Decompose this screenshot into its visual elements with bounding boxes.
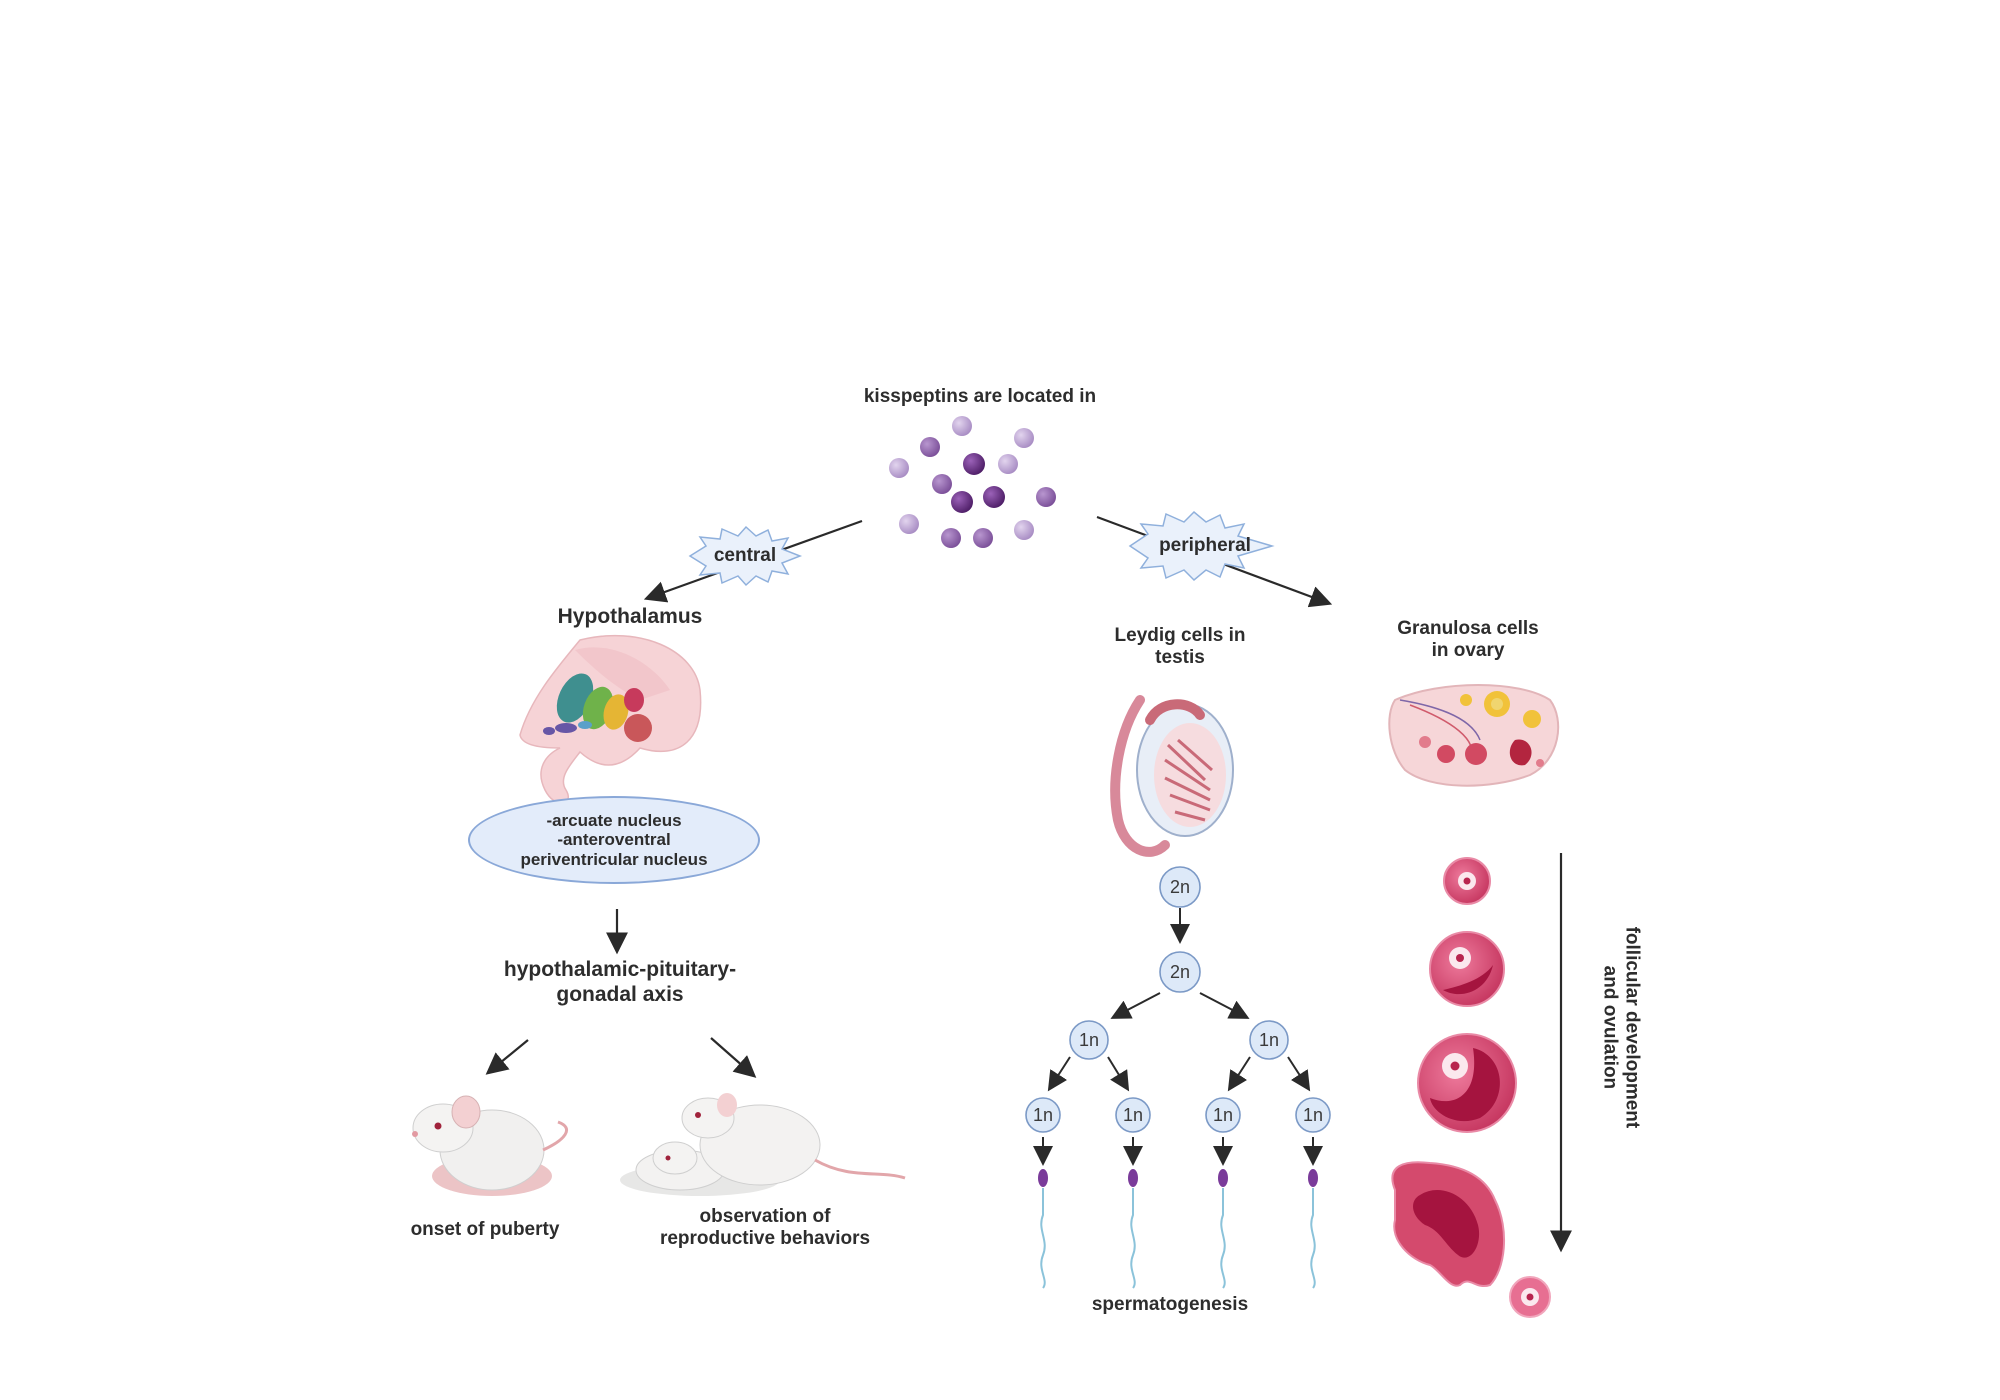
peripheral-starburst (1128, 510, 1275, 582)
puberty-label: onset of puberty (410, 1219, 560, 1240)
behaviors-line-1: observation of (699, 1206, 831, 1227)
behaviors-label: observation of reproductive behaviors (640, 1206, 890, 1251)
granulosa-line-2: in ovary (1431, 640, 1505, 662)
mouse-puberty-illustration (412, 1095, 569, 1196)
follicular-line-2: and ovulation (1599, 965, 1620, 1090)
cell-1n-f: 1n (1303, 1105, 1323, 1125)
leydig-line-2: testis (1155, 647, 1205, 669)
sperm-cells (1038, 1169, 1318, 1289)
hpg-axis-label: hypothalamic-pituitary- gonadal axis (470, 958, 770, 1008)
cell-2n-a: 2n (1170, 877, 1190, 897)
kisspeptin-cluster (889, 416, 1056, 548)
testis-illustration (1110, 695, 1234, 857)
cell-1n-b: 1n (1259, 1030, 1279, 1050)
follicle-stages (1391, 857, 1551, 1318)
granulosa-line-1: Granulosa cells (1397, 618, 1539, 639)
hpg-axis-line-1: hypothalamic-pituitary- (503, 958, 737, 981)
nucleus-line-3: periventricular nucleus (520, 849, 708, 869)
central-starburst (688, 525, 803, 587)
cell-2n-b: 2n (1170, 962, 1190, 982)
hypothalamus-label: Hypothalamus (557, 605, 703, 628)
hypothalamus-illustration (519, 634, 702, 804)
rats-behavior-illustration (620, 1093, 906, 1196)
peripheral-label: peripheral (1159, 535, 1251, 556)
arrow-to-behaviors (710, 1037, 757, 1078)
leydig-line-1: Leydig cells in (1114, 625, 1246, 646)
behaviors-line-2: reproductive behaviors (659, 1228, 871, 1250)
nucleus-line-1: -arcuate nucleus (546, 810, 682, 830)
germ-cells: 2n 2n 1n 1n 1n 1n 1n 1n (1025, 866, 1331, 1133)
nuclei-ellipse: -arcuate nucleus -anteroventral perivent… (468, 796, 760, 884)
diagram-title: kisspeptins are located in (863, 386, 1097, 407)
leydig-label: Leydig cells in testis (1085, 625, 1275, 670)
follicular-line-1: follicular development (1621, 926, 1643, 1129)
cell-1n-a: 1n (1079, 1030, 1099, 1050)
cell-1n-e: 1n (1213, 1105, 1233, 1125)
granulosa-label: Granulosa cells in ovary (1378, 618, 1558, 663)
nucleus-line-2: -anteroventral (557, 830, 671, 850)
ovary-illustration (1388, 684, 1560, 787)
cell-1n-d: 1n (1123, 1105, 1143, 1125)
spermatogenesis-label: spermatogenesis (1091, 1294, 1249, 1315)
cell-1n-c: 1n (1033, 1105, 1053, 1125)
arrow-to-puberty (485, 1039, 529, 1075)
follicular-label: follicular development and ovulation (1598, 897, 1643, 1157)
spermatogenesis-tree (1033, 908, 1323, 1166)
hpg-axis-line-2: gonadal axis (556, 982, 684, 1006)
central-label: central (713, 545, 777, 566)
